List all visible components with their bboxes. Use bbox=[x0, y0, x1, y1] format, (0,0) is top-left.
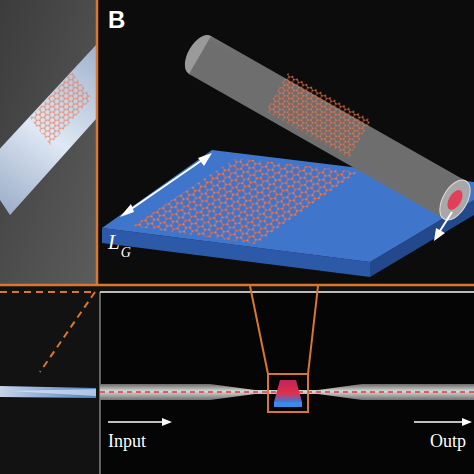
panel-b bbox=[98, 0, 474, 284]
port-label: Input bbox=[108, 432, 146, 450]
panel-letter: B bbox=[108, 8, 125, 32]
panel-border bbox=[96, 0, 99, 286]
zoom-box bbox=[268, 374, 308, 412]
panel-a bbox=[0, 0, 96, 285]
panel-c-crop bbox=[0, 292, 96, 398]
port-label: Outp bbox=[430, 432, 466, 450]
panel-border bbox=[100, 291, 474, 293]
flow-arrow bbox=[108, 418, 472, 426]
panel-border bbox=[0, 284, 474, 287]
panel-d bbox=[100, 292, 474, 474]
dimension-subscript: G bbox=[121, 246, 131, 260]
graphene-sheet bbox=[132, 158, 358, 244]
zoom-line bbox=[308, 286, 318, 374]
panel-border bbox=[100, 292, 101, 474]
graphene-region bbox=[274, 380, 302, 402]
zoom-line bbox=[250, 286, 268, 374]
polarization-arrow bbox=[434, 212, 452, 241]
graphene-region bbox=[274, 402, 302, 407]
dimension-label: L bbox=[108, 232, 120, 253]
optical-fiber bbox=[179, 30, 474, 225]
length-arrow bbox=[120, 153, 212, 217]
